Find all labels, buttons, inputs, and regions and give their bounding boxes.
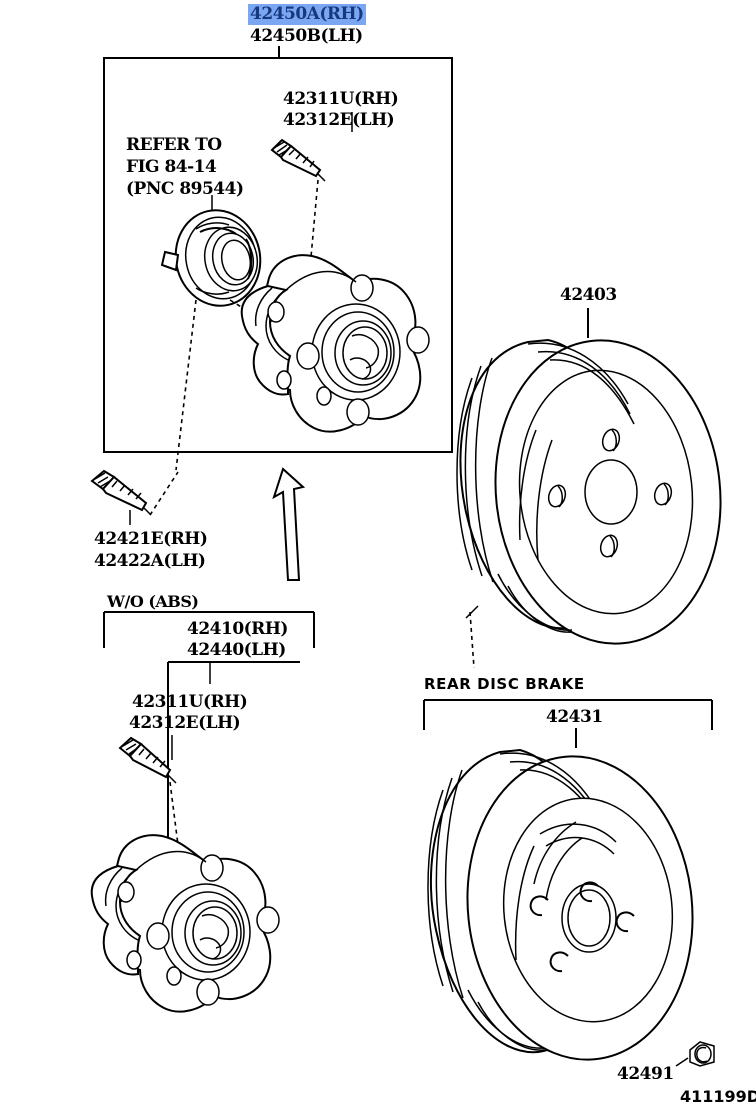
part-label-42450a-rh-highlighted[interactable]: 42450A(RH) <box>248 4 366 25</box>
drawing-code: 411199D <box>680 1087 756 1106</box>
refer-to-line-3: (PNC 89544) <box>126 179 244 199</box>
dashed-assembly-line-bearing <box>175 299 263 471</box>
part-label-42491-clip[interactable]: 42491 <box>617 1064 674 1084</box>
dashed-line-drum-to-disc <box>465 605 479 669</box>
part-label-42403-drum[interactable]: 42403 <box>560 285 617 305</box>
wheel-stud-lower-icon <box>118 736 179 846</box>
hub-bolt-icon <box>90 469 152 516</box>
part-label-42311u-rh-upper[interactable]: 42311U(RH) <box>283 89 399 109</box>
part-label-42450b-lh[interactable]: 42450B(LH) <box>250 26 363 46</box>
part-label-42311u-rh-lower[interactable]: 42311U(RH) <box>132 692 248 712</box>
hub-flange-upper-icon <box>240 254 430 433</box>
wheel-stud-upper-icon <box>270 138 326 182</box>
part-label-42440-lh[interactable]: 42440(LH) <box>187 640 286 660</box>
part-label-42312e-lh-upper[interactable]: 42312E(LH) <box>283 110 395 130</box>
brake-disc-rotor-icon <box>427 748 694 1061</box>
brake-drum-icon <box>456 338 722 645</box>
part-label-42410-rh[interactable]: 42410(RH) <box>187 619 288 639</box>
part-label-42421e-rh[interactable]: 42421E(RH) <box>94 529 208 549</box>
part-label-42312e-lh-lower[interactable]: 42312E(LH) <box>129 713 241 733</box>
rear-disc-brake-group-label: REAR DISC BRAKE <box>424 675 585 693</box>
hub-flange-lower-icon <box>90 834 280 1013</box>
leader-line-bolt-left <box>129 471 179 525</box>
disc-set-screw-clip-icon <box>675 1041 715 1067</box>
part-label-42422a-lh[interactable]: 42422A(LH) <box>94 551 206 571</box>
wheel-bearing-icon <box>160 209 262 307</box>
refer-to-line-1: REFER TO <box>126 135 222 155</box>
refer-to-line-2: FIG 84-14 <box>126 157 217 177</box>
dashed-assembly-line-upper <box>309 179 319 269</box>
part-label-42431-rotor[interactable]: 42431 <box>546 707 603 727</box>
assembly-group-box <box>103 57 453 453</box>
up-arrow-icon <box>272 467 306 581</box>
wo-abs-group-label: W/O (ABS) <box>107 592 199 611</box>
